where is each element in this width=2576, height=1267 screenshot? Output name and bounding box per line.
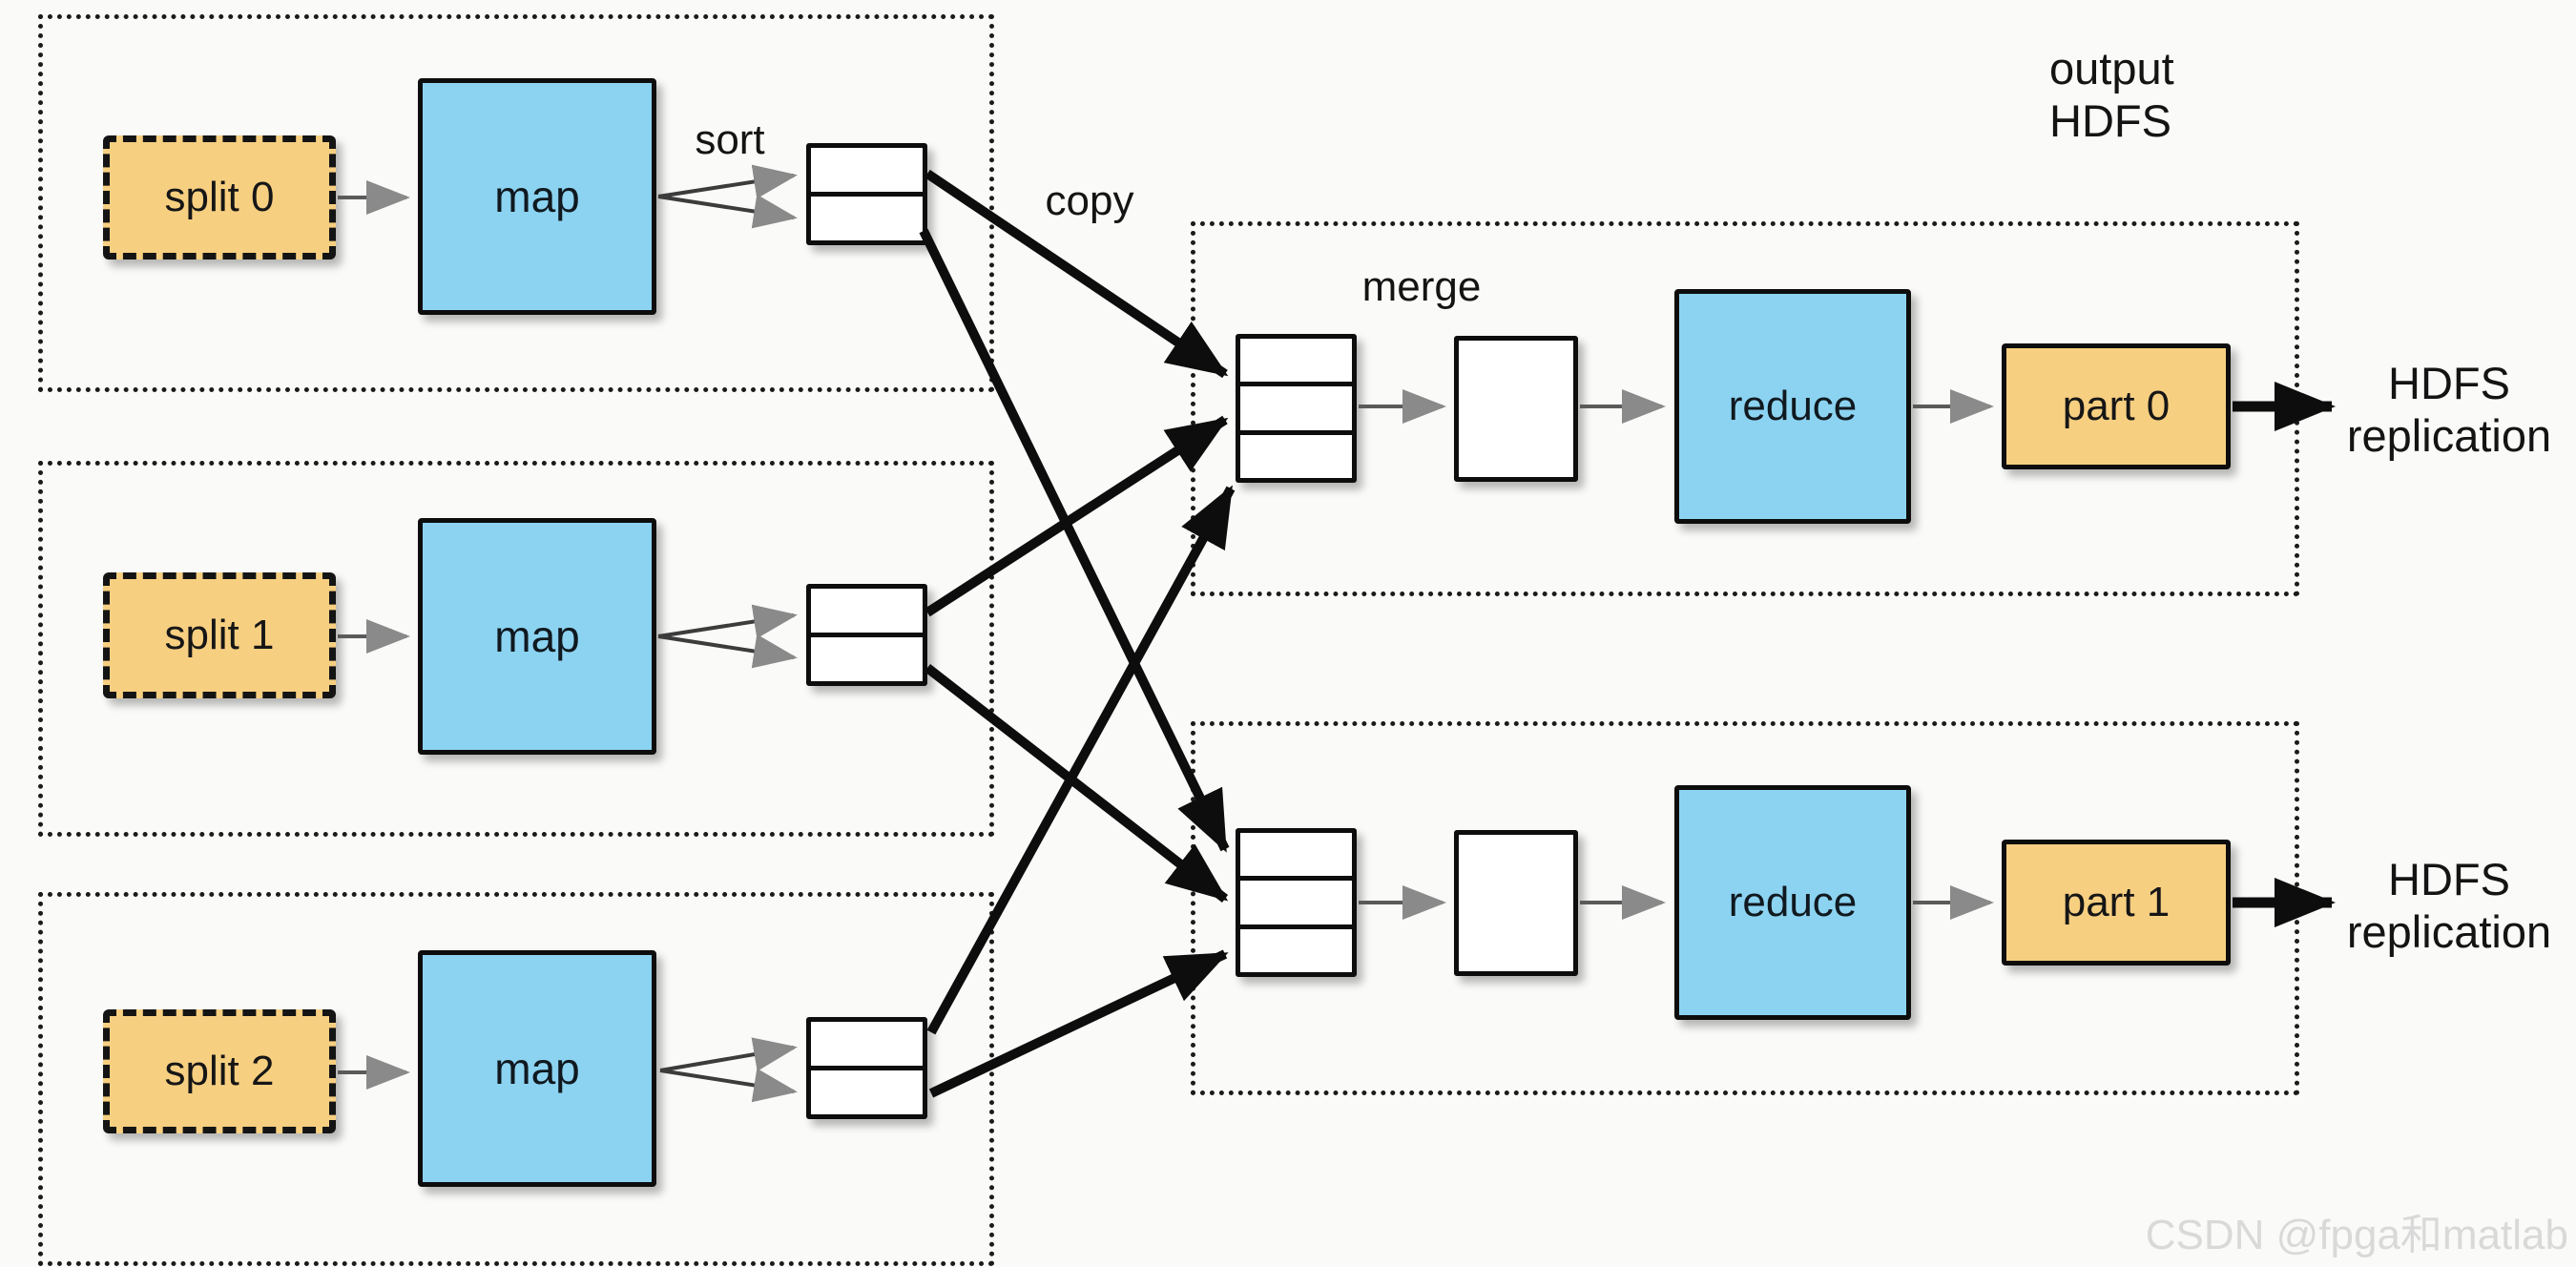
hdfs-replication-label-0: HDFS replication: [2328, 357, 2570, 462]
merge-buffer-0: [1236, 334, 1357, 483]
sort-buffer-0: [806, 143, 927, 245]
part-box-1: part 1: [2002, 840, 2231, 966]
sort-label: sort: [695, 116, 765, 163]
output-hdfs-line2: HDFS: [2049, 95, 2171, 146]
buffer-segment: [811, 1022, 923, 1066]
hdfs-replication-label-1: HDFS replication: [2328, 853, 2570, 958]
buffer-segment: [811, 148, 923, 192]
buffer-segment: [811, 589, 923, 633]
part-label-1: part 1: [2062, 879, 2171, 925]
buffer-segment: [811, 633, 923, 681]
split-box-2: split 2: [103, 1009, 336, 1133]
map-box-1: map: [418, 518, 656, 755]
map-box-2: map: [418, 950, 656, 1187]
buffer-segment: [1240, 924, 1352, 972]
buffer-segment: [1240, 876, 1352, 924]
map-label-1: map: [494, 612, 580, 661]
output-hdfs-label: output HDFS: [2049, 42, 2336, 147]
buffer-segment: [1240, 382, 1352, 430]
copy-label: copy: [1045, 177, 1134, 224]
buffer-segment: [1459, 835, 1573, 971]
hdfs-replication-line2: replication: [2346, 906, 2552, 957]
output-hdfs-line1: output: [2049, 43, 2174, 93]
sort-buffer-2: [806, 1017, 927, 1119]
map-label-0: map: [494, 172, 580, 221]
part-box-0: part 0: [2002, 343, 2231, 469]
buffer-segment: [1240, 339, 1352, 383]
reduce-label-0: reduce: [1728, 383, 1858, 429]
buffer-segment: [811, 1066, 923, 1114]
part-label-0: part 0: [2062, 383, 2171, 429]
spill-box-1: [1454, 830, 1578, 976]
split-label-2: split 2: [164, 1048, 275, 1094]
split-box-1: split 1: [103, 572, 336, 698]
hdfs-replication-line1: HDFS: [2388, 854, 2510, 904]
reduce-label-1: reduce: [1728, 879, 1858, 925]
reduce-box-0: reduce: [1674, 289, 1911, 524]
merge-buffer-1: [1236, 828, 1357, 977]
merge-label: merge: [1361, 263, 1482, 310]
reduce-box-1: reduce: [1674, 785, 1911, 1020]
hdfs-replication-line1: HDFS: [2388, 358, 2510, 408]
buffer-segment: [1459, 341, 1573, 477]
buffer-segment: [811, 192, 923, 240]
split-label-1: split 1: [164, 612, 275, 658]
map-box-0: map: [418, 78, 656, 315]
hdfs-replication-line2: replication: [2346, 410, 2552, 461]
sort-buffer-1: [806, 584, 927, 686]
watermark: CSDN @fpga和matlab: [2145, 1212, 2568, 1258]
map-label-2: map: [494, 1044, 580, 1093]
split-box-0: split 0: [103, 135, 336, 260]
split-label-0: split 0: [164, 174, 275, 220]
buffer-segment: [1240, 429, 1352, 478]
spill-box-0: [1454, 336, 1578, 482]
buffer-segment: [1240, 833, 1352, 877]
